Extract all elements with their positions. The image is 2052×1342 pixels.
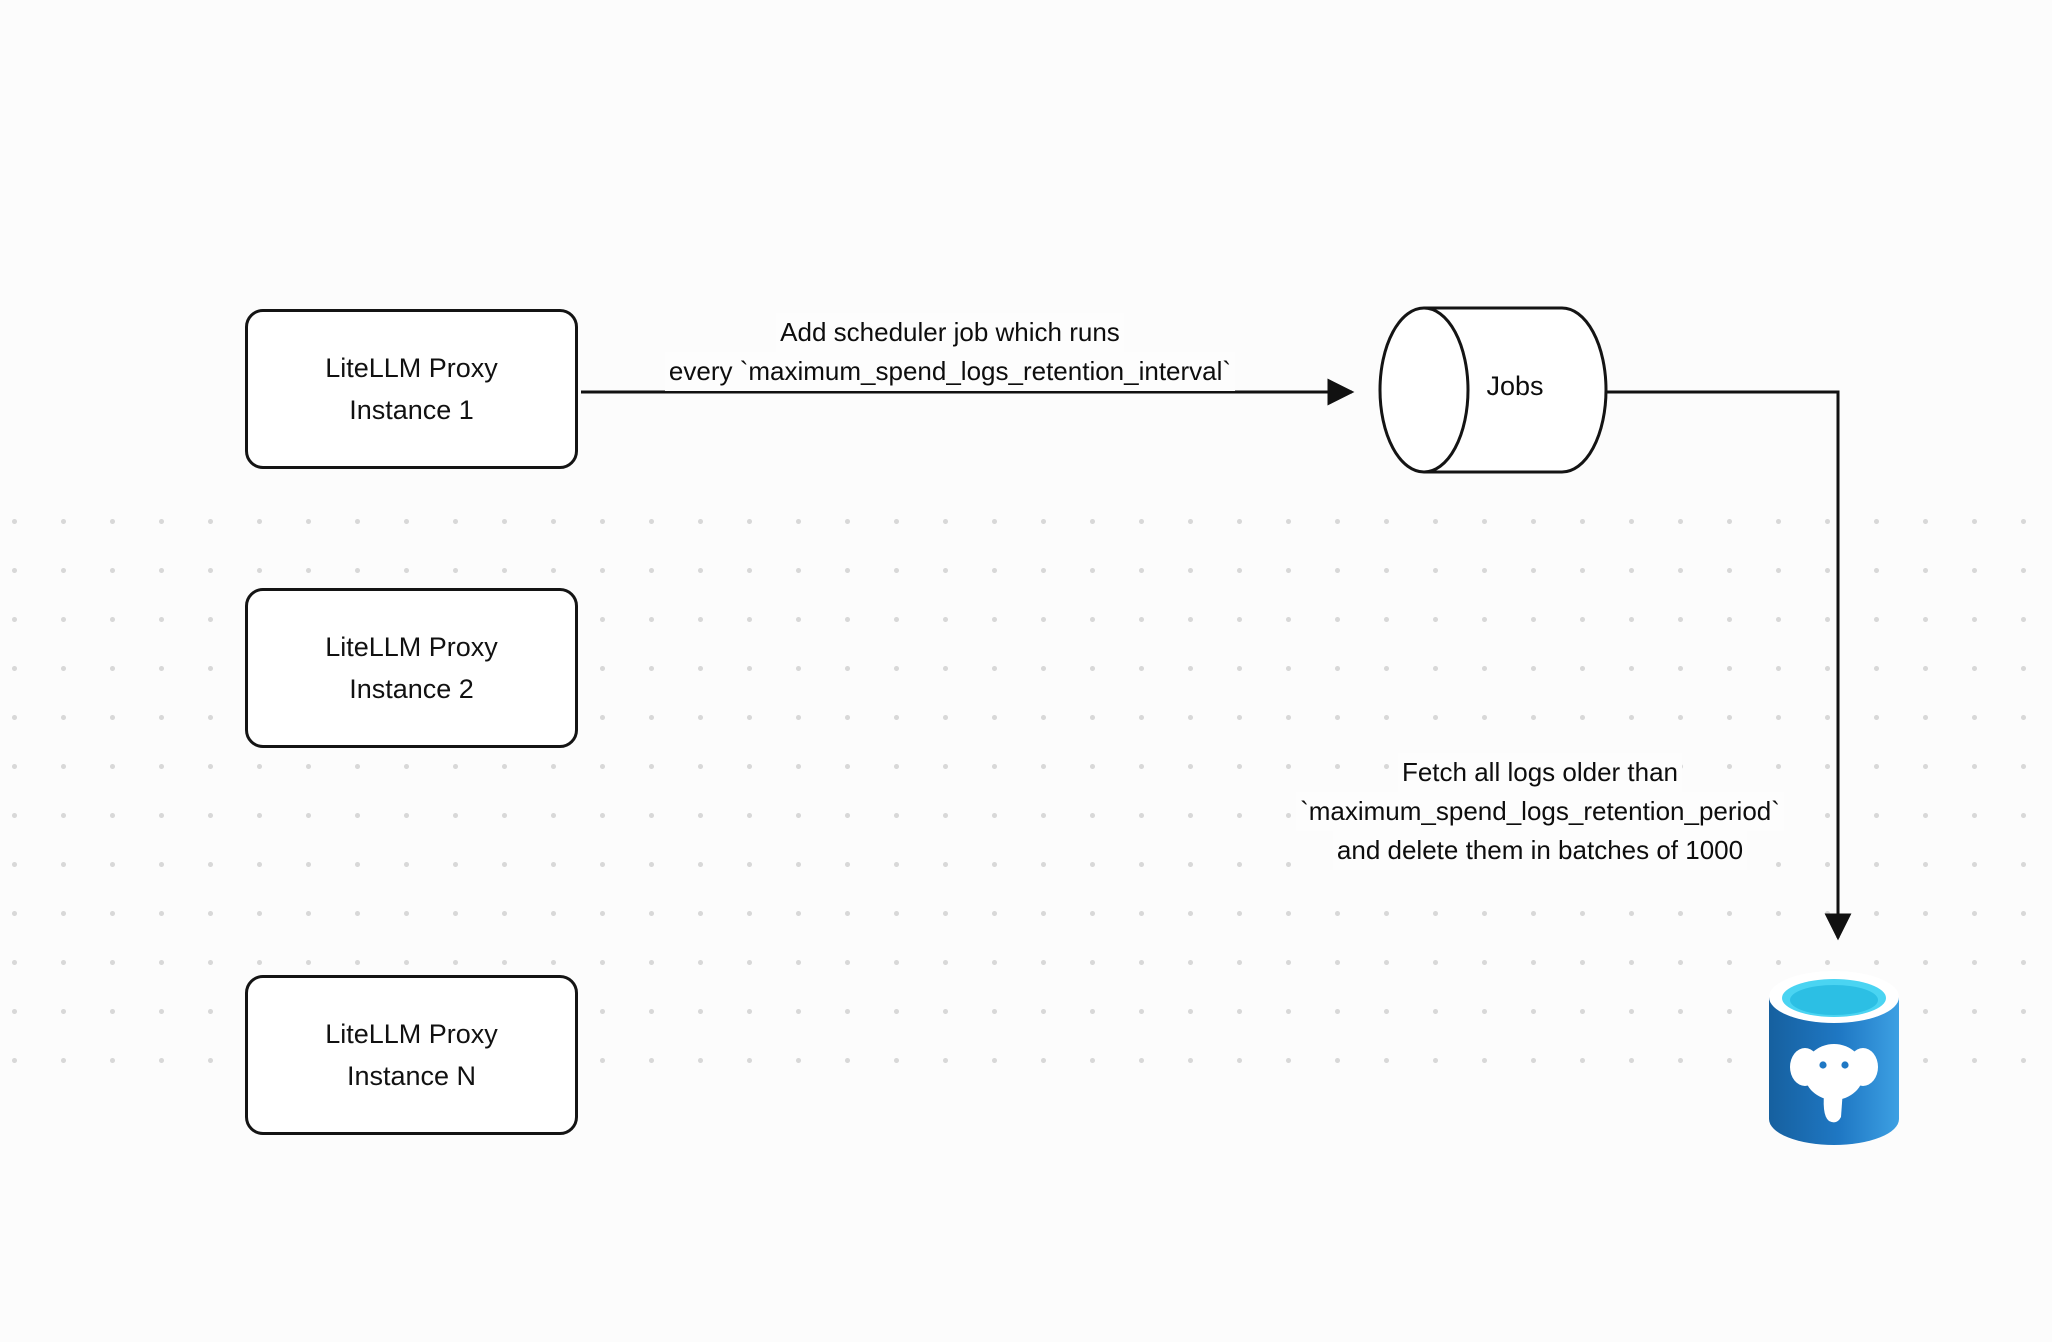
jobs-cylinder-cap (1378, 306, 1470, 474)
jobs-cylinder (1378, 306, 1608, 474)
edge-label-line: Add scheduler job which runs (776, 313, 1124, 352)
edge-label-fetch-delete: Fetch all logs older than `maximum_spend… (1225, 753, 1855, 870)
node-label-line: Instance 2 (349, 674, 474, 704)
node-label-line: Instance 1 (349, 395, 474, 425)
edge-label-line: every `maximum_spend_logs_retention_inte… (664, 352, 1236, 391)
node-label-line: LiteLLM Proxy (325, 632, 498, 662)
edge-label-line: and delete them in batches of 1000 (1332, 831, 1748, 870)
node-litellm-proxy-instance-1: LiteLLM Proxy Instance 1 (245, 309, 578, 469)
db-cylinder-top-inner (1790, 985, 1878, 1015)
edge-label-line: Fetch all logs older than (1397, 753, 1683, 792)
edge-label-line: `maximum_spend_logs_retention_period` (1296, 792, 1784, 831)
postgresql-database-icon (1769, 971, 1899, 1145)
node-label-line: Instance N (346, 1061, 477, 1091)
node-label-line: LiteLLM Proxy (325, 1019, 498, 1049)
node-litellm-proxy-instance-2: LiteLLM Proxy Instance 2 (245, 588, 578, 748)
node-label-line: LiteLLM Proxy (325, 353, 498, 383)
edge-label-scheduler: Add scheduler job which runs every `maxi… (600, 313, 1300, 391)
elephant-glyph (1790, 1044, 1878, 1123)
node-litellm-proxy-instance-n: LiteLLM Proxy Instance N (245, 975, 578, 1135)
arrow-jobs-to-database (1606, 390, 1852, 941)
jobs-label: Jobs (1486, 371, 1544, 401)
